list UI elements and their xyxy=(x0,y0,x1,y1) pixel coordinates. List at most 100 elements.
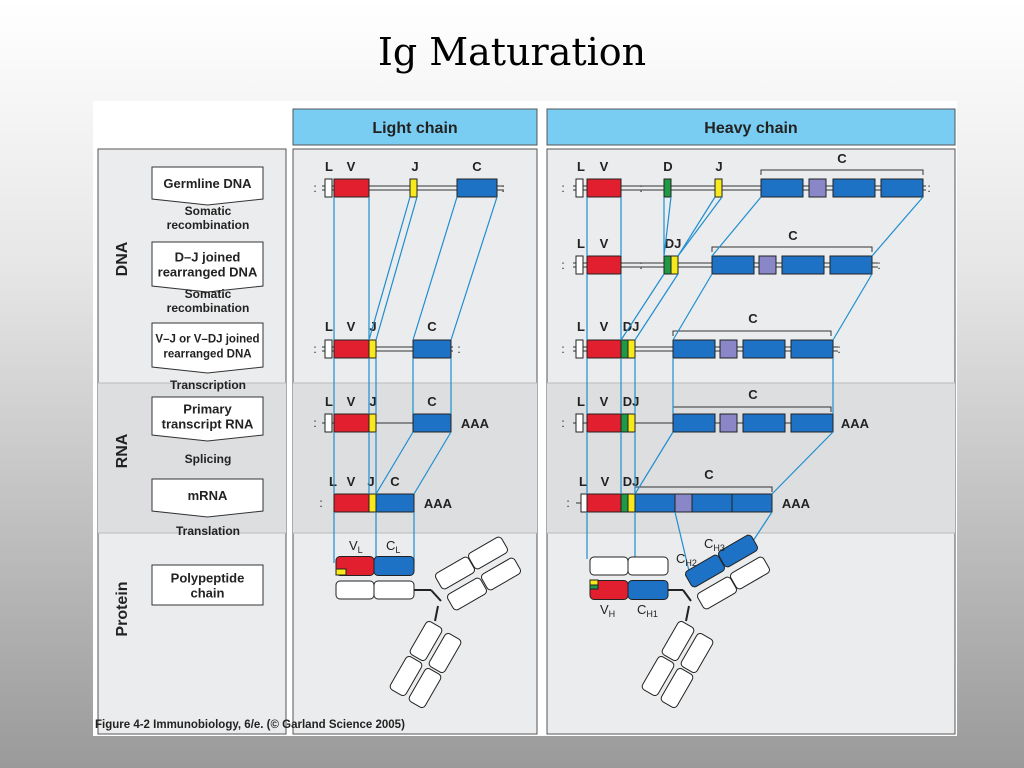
hc2-c2 xyxy=(719,339,738,359)
lc-connector-3 xyxy=(375,196,418,341)
lc2-label-c: C xyxy=(427,394,437,409)
lc-fab-up-3 xyxy=(447,577,487,611)
lc-fc-1 xyxy=(409,621,443,661)
hc1-c3 xyxy=(781,255,825,275)
gap-dots-h4a: : xyxy=(566,496,569,510)
hc-connector-7 xyxy=(871,196,924,257)
hc1-label-v: V xyxy=(600,236,609,251)
hc0-c2 xyxy=(808,178,827,198)
lc-connector-2 xyxy=(368,196,411,341)
hc-protein-ch2 xyxy=(685,554,725,588)
hc0-c3 xyxy=(832,178,876,198)
hc0-label-v: V xyxy=(600,159,609,174)
hc3-label-v: V xyxy=(600,394,609,409)
lc-connector-4 xyxy=(412,196,458,341)
lc1-v xyxy=(333,339,370,359)
hc-fab-2-shape xyxy=(641,656,675,696)
hc3-c1 xyxy=(672,413,716,433)
lc2-label-v: V xyxy=(347,394,356,409)
lc1-label-l: L xyxy=(325,319,333,334)
lc2-label-j: J xyxy=(369,394,376,409)
hc2-label-v: V xyxy=(600,319,609,334)
hc1-leader xyxy=(575,255,584,275)
process-box-label-3: transcript RNA xyxy=(162,417,254,432)
lc0-label-l: L xyxy=(325,159,333,174)
hc2-c4 xyxy=(790,339,834,359)
gap-dots-h1c: : xyxy=(877,258,880,272)
hc-connector-13 xyxy=(832,273,873,341)
process-step-2: Transcription xyxy=(170,378,246,392)
lc0-leader xyxy=(324,178,333,198)
hc2-label-c: C xyxy=(748,311,758,326)
lc-fab-up-3-shape xyxy=(447,577,487,611)
gap-dots-h2c: : xyxy=(837,342,840,356)
gap-dots-h2a: : xyxy=(561,342,564,356)
lc-connector-5 xyxy=(450,196,498,341)
lc-fab-up-2-shape xyxy=(468,536,508,570)
hc2-d xyxy=(620,339,629,359)
hc-protein-ch1 xyxy=(627,580,669,600)
process-step-4: Translation xyxy=(176,524,240,538)
lc-fc-2-shape xyxy=(389,656,423,696)
lc1-label-v: V xyxy=(347,319,356,334)
hc-fc-partner-1-shape xyxy=(697,576,737,610)
hc3-label-dj: DJ xyxy=(623,394,640,409)
hc-connector-12 xyxy=(672,273,713,341)
gap-dots-h0a: : xyxy=(561,181,564,195)
lc3-c xyxy=(375,493,415,513)
hc4-v xyxy=(586,493,622,513)
lc3-v xyxy=(333,493,370,513)
hc-protein-d xyxy=(589,584,599,590)
lc-connector-15 xyxy=(413,431,452,495)
gap-dots-h1a: : xyxy=(561,258,564,272)
hc-connector-6 xyxy=(711,196,762,257)
lc-fc-4 xyxy=(408,668,442,708)
hc0-label-d: D xyxy=(663,159,672,174)
lc-protein-j xyxy=(335,568,347,576)
hc-protein-vl-partner-shape xyxy=(589,556,629,576)
gap-dots-h3a: : xyxy=(561,416,564,430)
lc1-leader xyxy=(324,339,333,359)
lc3-label-j: J xyxy=(367,474,374,489)
hc-protein-j xyxy=(589,579,599,586)
hc0-label-j: J xyxy=(715,159,722,174)
hc1-d xyxy=(663,255,672,275)
hc-fc-partner-2 xyxy=(730,556,770,590)
hc-connector-5 xyxy=(677,196,723,257)
hc4-j xyxy=(627,493,636,513)
hc1-label-dj: DJ xyxy=(665,236,682,251)
hc1-v xyxy=(586,255,622,275)
lc-protein-ch-partner xyxy=(373,580,415,600)
section-label-dna: DNA xyxy=(114,241,131,276)
hc3-j xyxy=(627,413,636,433)
lc-fc-4-shape xyxy=(408,668,442,708)
hc1-label-c: C xyxy=(788,228,798,243)
hc4-c1 xyxy=(634,493,676,513)
hc2-label-l: L xyxy=(577,319,585,334)
process-step-3: Splicing xyxy=(185,452,232,466)
lc2-leader xyxy=(324,413,333,433)
lc0-label-v: V xyxy=(347,159,356,174)
hc3-leader xyxy=(575,413,584,433)
hc3-v xyxy=(586,413,622,433)
hc0-j xyxy=(714,178,723,198)
process-box-1 xyxy=(151,241,264,293)
hc3-polya: AAA xyxy=(841,416,870,431)
hc-connector-11 xyxy=(634,273,679,341)
hc-protein-label-vh-sub: H xyxy=(609,609,616,619)
lc-protein-cl-shape xyxy=(373,556,415,576)
lc2-label-l: L xyxy=(325,394,333,409)
hc3-label-l: L xyxy=(577,394,585,409)
hc-connector-26 xyxy=(674,511,690,572)
hc4-d xyxy=(620,493,629,513)
hc-fab-2 xyxy=(641,656,675,696)
lc3-label-c: C xyxy=(390,474,400,489)
process-box-label-2: rearranged DNA xyxy=(163,349,251,361)
light-chain-title: Light chain xyxy=(372,120,457,137)
lc-protein-vh-partner-shape xyxy=(335,580,375,600)
process-step-1: recombination xyxy=(167,301,250,315)
lc-fc-1-shape xyxy=(409,621,443,661)
hc0-v xyxy=(586,178,622,198)
process-box-label-1: rearranged DNA xyxy=(158,265,258,280)
hc0-d xyxy=(663,178,672,198)
